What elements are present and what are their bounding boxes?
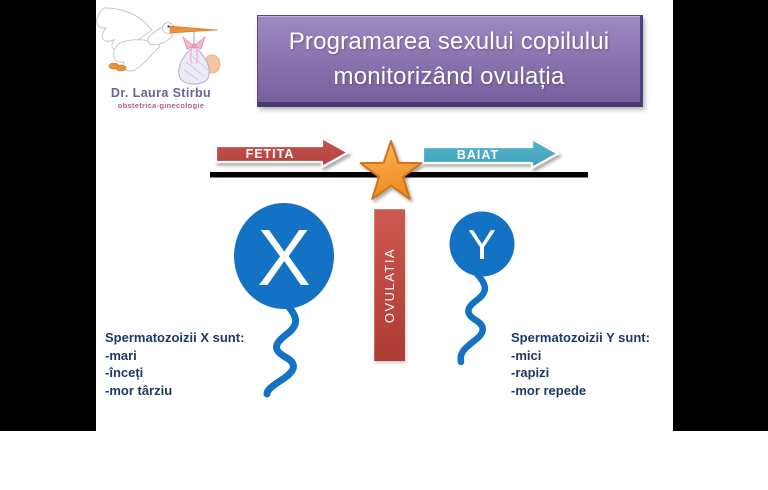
x-sperm-traits: Spermatozoizii X sunt: -mari -înceți -mo…: [105, 329, 275, 399]
ovulation-bar: OVULATIA: [374, 209, 405, 361]
girl-arrow-label: FETITA: [246, 147, 295, 161]
boy-arrow-label: BAIAT: [457, 148, 499, 162]
logo-text-block: Dr. Laura Stirbu obstetrica-ginecologie: [94, 86, 228, 110]
y-sperm-traits: Spermatozoizii Y sunt: -mici -rapizi -mo…: [511, 329, 681, 399]
x-sperm-cell: X: [234, 203, 334, 398]
x-traits-heading: Spermatozoizii X sunt:: [105, 330, 245, 345]
title-banner: Programarea sexului copilului monitorizâ…: [257, 15, 643, 107]
girl-arrow: FETITA: [214, 136, 350, 169]
letterbox-left: [0, 0, 96, 431]
y-sperm-cell: Y: [449, 211, 515, 366]
doctor-name: Dr. Laura Stirbu: [110, 86, 212, 100]
y-trait-item: -mor repede: [511, 382, 587, 398]
x-trait-item: -mari: [105, 347, 137, 363]
x-trait-item: -înceți: [105, 365, 144, 380]
y-chromosome-symbol: Y: [468, 221, 496, 268]
y-trait-item: -mici: [511, 347, 542, 363]
doctor-specialty: obstetrica-ginecologie: [117, 101, 205, 110]
title-line-2: monitorizând ovulația: [333, 63, 565, 90]
boy-arrow: BAIAT: [421, 137, 560, 170]
letterbox-right: [673, 0, 768, 431]
ovulation-bar-label: OVULATIA: [382, 247, 397, 323]
ovulation-star-icon: [359, 140, 423, 200]
y-trait-item: -rapizi: [511, 365, 550, 380]
stork-logo-icon: [96, 7, 221, 85]
y-traits-heading: Spermatozoizii Y sunt:: [511, 330, 650, 345]
y-sperm-tail: [457, 270, 489, 366]
x-chromosome-symbol: X: [257, 213, 310, 302]
x-sperm-tail: [263, 301, 300, 398]
x-trait-item: -mor târziu: [105, 382, 173, 398]
title-line-1: Programarea sexului copilului: [288, 28, 610, 55]
